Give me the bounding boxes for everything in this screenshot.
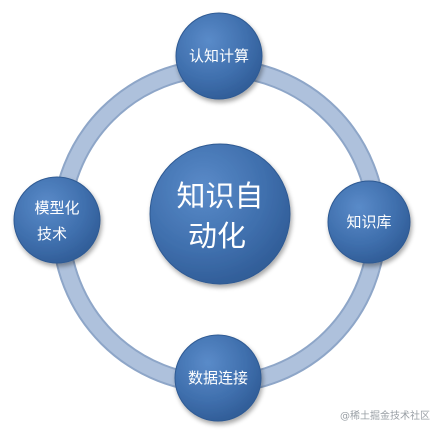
- node-left-label-line1: 模型化: [34, 199, 79, 217]
- center-node: [149, 143, 291, 285]
- node-bottom: [174, 334, 262, 422]
- node-left-label-line2: 技术: [37, 225, 67, 243]
- node-top: [175, 12, 263, 100]
- node-bottom-label: 数据连接: [188, 369, 248, 387]
- node-right: [327, 180, 411, 264]
- center-label-line1: 知识自: [176, 179, 263, 213]
- watermark: @稀土掘金技术社区: [340, 411, 430, 422]
- node-top-label: 认知计算: [189, 47, 249, 65]
- center-label-line2: 动化: [188, 219, 246, 253]
- node-left: [13, 176, 101, 264]
- node-right-label: 知识库: [346, 213, 391, 231]
